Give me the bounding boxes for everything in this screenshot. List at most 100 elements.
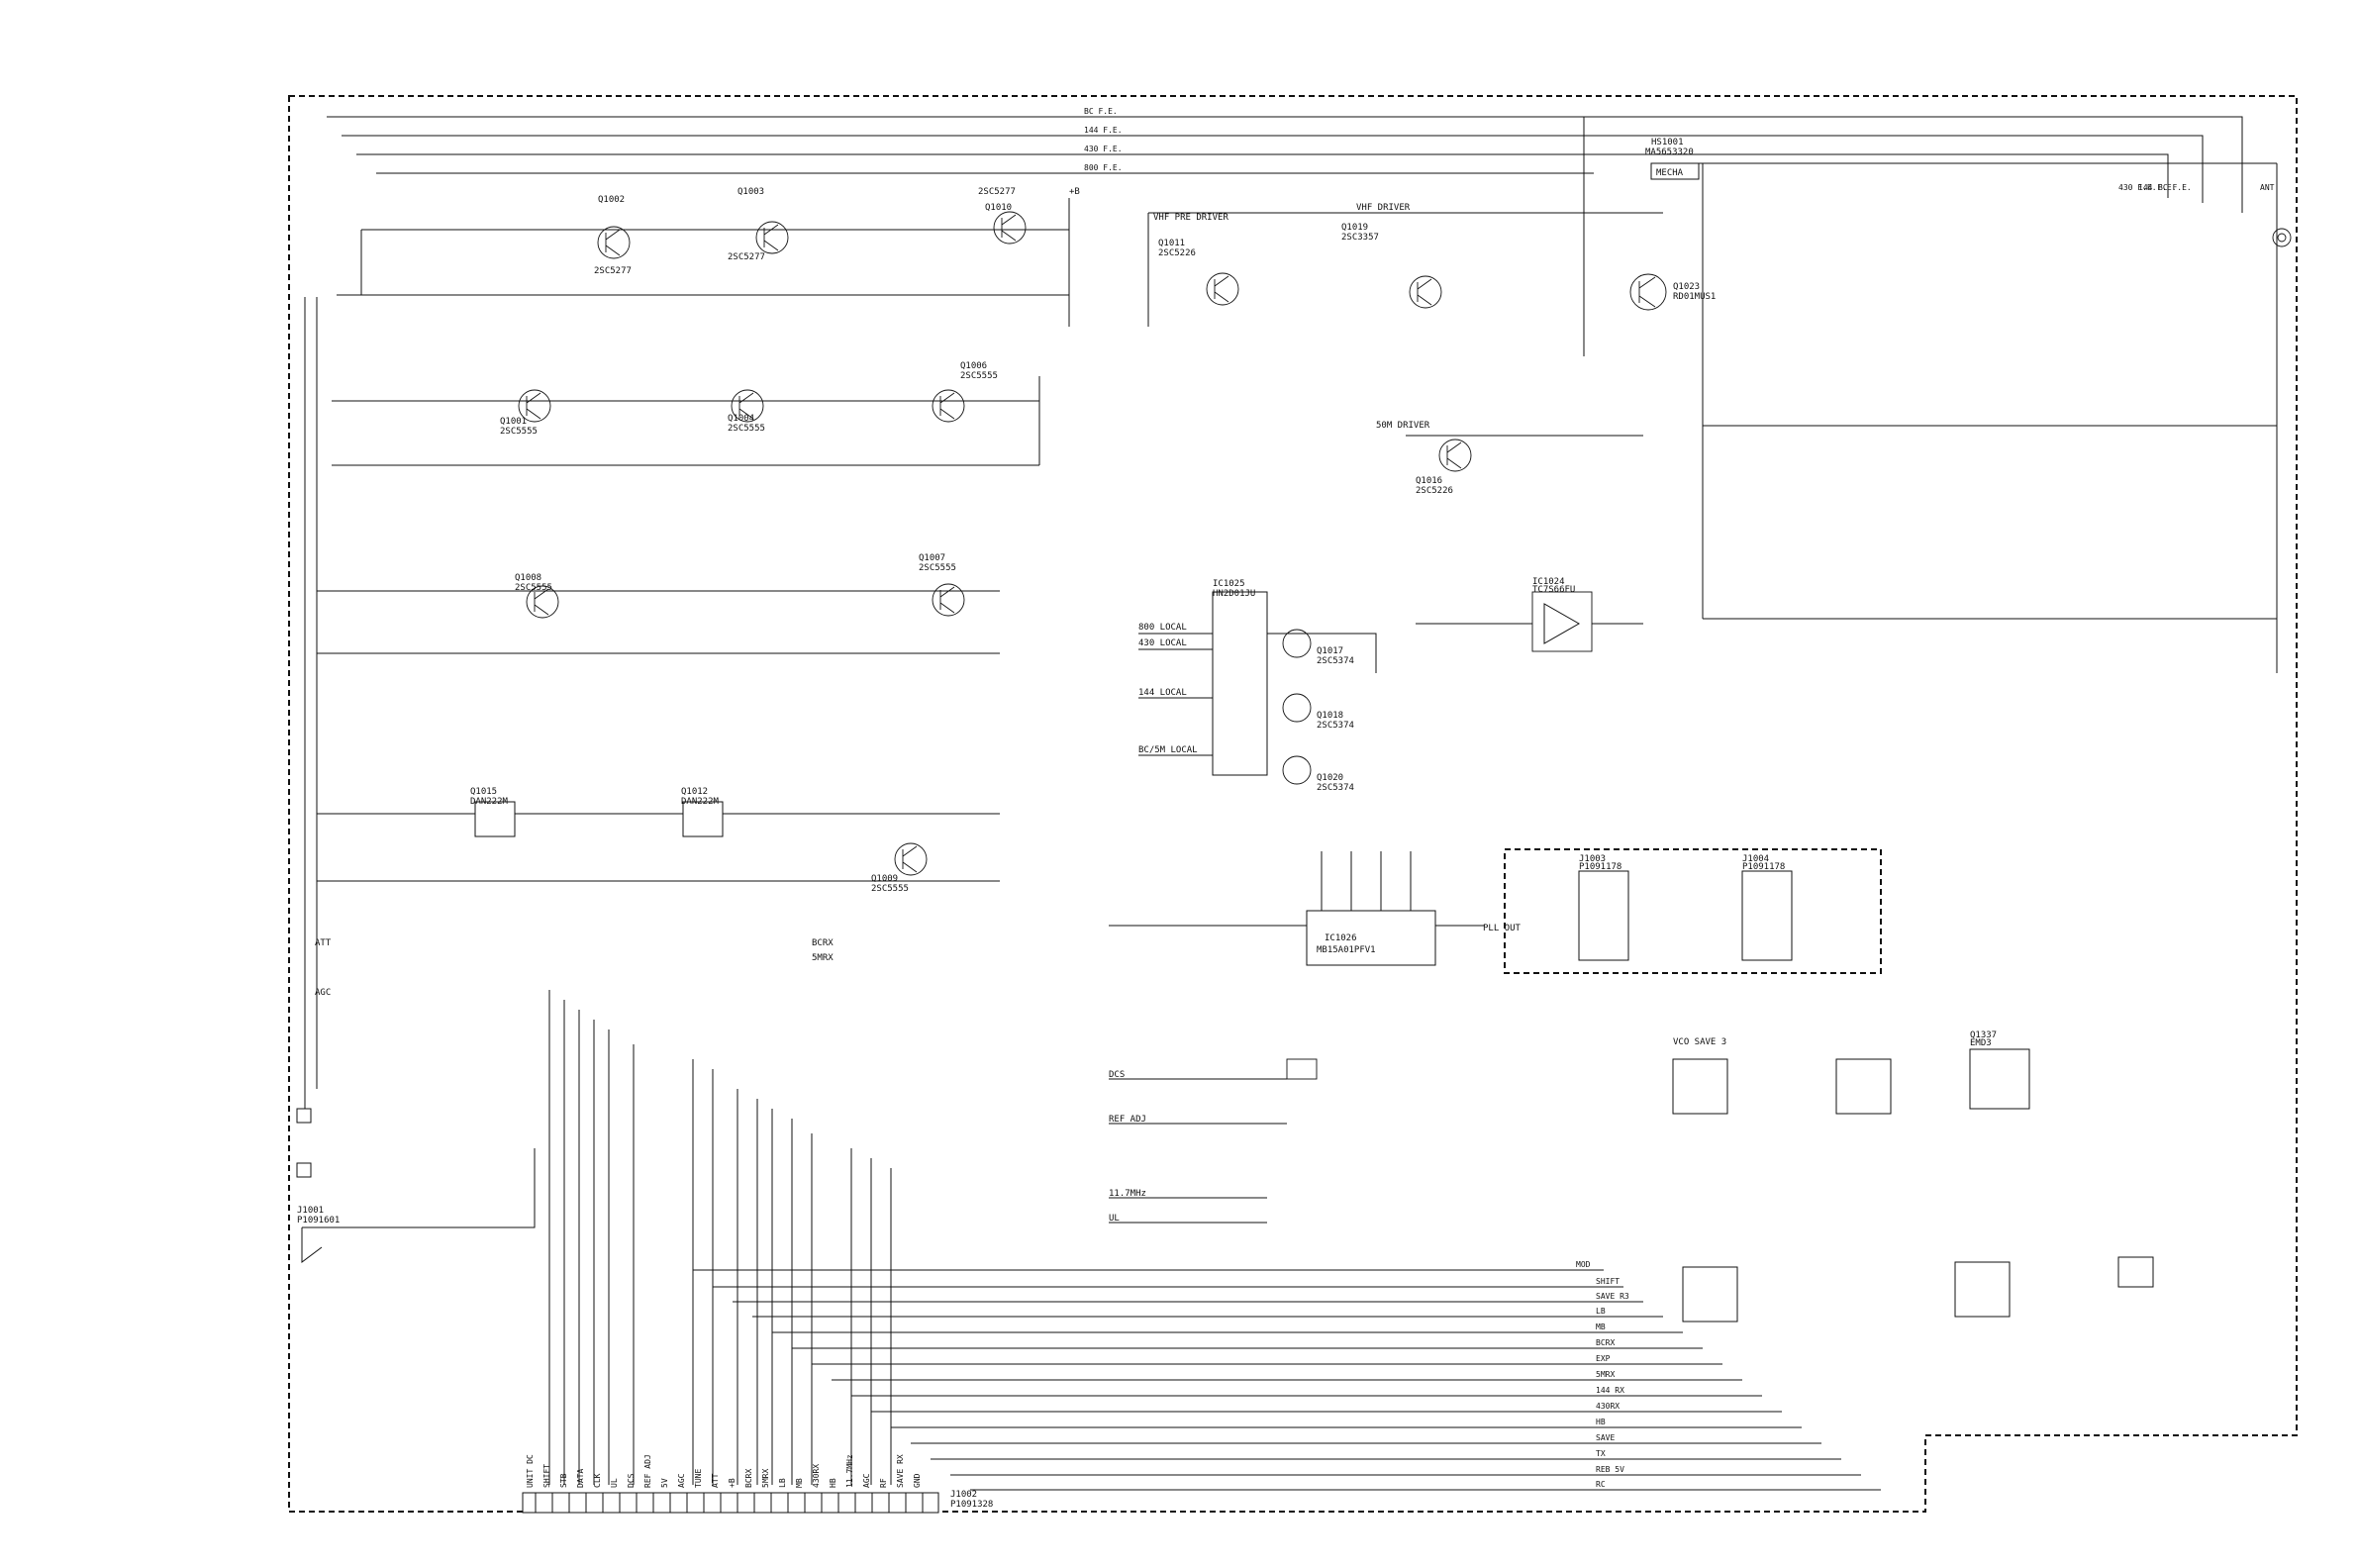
transistor-q1001: Q1001 2SC5555 — [500, 389, 551, 437]
j1002-pin-label: 5V — [660, 1478, 669, 1488]
rf-row-3 — [317, 590, 1000, 654]
svg-text:2SC5226: 2SC5226 — [1416, 486, 1453, 496]
50m-driver: Q1016 2SC5226 — [1406, 435, 1643, 496]
transistor-q1006: Q1006 2SC5555 — [932, 361, 998, 423]
svg-text:2SC5277: 2SC5277 — [594, 266, 632, 276]
svg-text:MB15A01PFV1: MB15A01PFV1 — [1317, 945, 1376, 955]
svg-text:TX: TX — [1596, 1449, 1606, 1458]
svg-text:2SC5277: 2SC5277 — [728, 252, 765, 262]
svg-text:VHF DRIVER: VHF DRIVER — [1356, 203, 1411, 213]
svg-text:Q1020: Q1020 — [1317, 773, 1343, 783]
svg-text:Q1015: Q1015 — [470, 787, 497, 797]
svg-text:VCO SAVE 3: VCO SAVE 3 — [1673, 1037, 1726, 1047]
svg-text:800 LOCAL: 800 LOCAL — [1138, 623, 1187, 633]
svg-text:SHIFT: SHIFT — [1596, 1277, 1620, 1286]
rail-label-430: 430 F.E. — [1084, 145, 1123, 153]
rail-lines — [327, 116, 2243, 356]
svg-text:430 LOCAL: 430 LOCAL — [1138, 638, 1187, 648]
final-q1023: Q1023 RD01MUS1 — [1629, 273, 1716, 311]
svg-text:REB 5V: REB 5V — [1596, 1465, 1624, 1474]
rail-label-144: 144 F.E. — [1084, 126, 1123, 135]
svg-text:Q1010: Q1010 — [985, 203, 1012, 213]
svg-text:2SC5374: 2SC5374 — [1317, 721, 1354, 731]
pll-ic1026: IC1026 MB15A01PFV1 — [1109, 851, 1485, 966]
svg-text:J1003: J1003 — [1579, 854, 1606, 864]
svg-text:2SC5555: 2SC5555 — [919, 563, 956, 573]
j1002-pin-label: 430RX — [812, 1464, 821, 1488]
right-ports: 430 F.E. 144 F.E. BC F.E. ANT — [2118, 183, 2275, 192]
svg-text:DAN222M: DAN222M — [681, 797, 720, 807]
svg-text:2SC5374: 2SC5374 — [1317, 783, 1354, 793]
svg-text:DAN222M: DAN222M — [470, 797, 509, 807]
right-bus-lines — [693, 1269, 1881, 1491]
svg-text:IC1025: IC1025 — [1213, 579, 1245, 589]
vhf-pre-driver: Q1011 2SC5226 — [1147, 212, 1465, 327]
upper-right-section — [1693, 162, 2292, 673]
svg-text:EXP: EXP — [1596, 1354, 1611, 1363]
svg-text:Q1001: Q1001 — [500, 417, 527, 427]
svg-text:2SC5374: 2SC5374 — [1317, 656, 1354, 666]
svg-text:144 F.E.: 144 F.E. — [2138, 183, 2177, 192]
svg-text:J1002: J1002 — [950, 1490, 977, 1500]
svg-text:REF ADJ: REF ADJ — [1109, 1115, 1146, 1125]
svg-text:430 F.E.: 430 F.E. — [2118, 183, 2157, 192]
svg-text:BCRX: BCRX — [812, 938, 834, 948]
j1002-pin-label: BCRX — [744, 1469, 753, 1488]
svg-text:ANT: ANT — [2260, 183, 2275, 192]
j1002-pin-label: DATA — [576, 1469, 585, 1488]
svg-text:BC F.E.: BC F.E. — [2158, 183, 2192, 192]
j1002-pin-label: ATT — [711, 1473, 720, 1488]
j1002-pin-label: MB — [795, 1478, 804, 1488]
rail-labels: BC F.E. 144 F.E. 430 F.E. 800 F.E. — [1084, 107, 1123, 172]
transistor-q1002: Q1002 2SC5277 — [594, 195, 632, 276]
svg-text:MOD: MOD — [1576, 1260, 1591, 1269]
svg-text:430RX: 430RX — [1596, 1402, 1620, 1411]
svg-text:DCS: DCS — [1109, 1070, 1125, 1080]
svg-text:BCRX: BCRX — [1596, 1338, 1615, 1347]
connector-j1001: J1001 P1091601 — [296, 1108, 536, 1263]
transistor-q1008: Q1008 2SC5555 — [515, 573, 559, 619]
diode-packs: Q1015 DAN222M Q1012 DAN222M — [470, 787, 724, 837]
mecha-unit: MECHA HS1001 MA5653320 — [1645, 138, 1700, 180]
svg-text:SAVE R3: SAVE R3 — [1596, 1292, 1629, 1301]
svg-text:2SC5226: 2SC5226 — [1158, 248, 1196, 258]
stage-labels: +B VHF PRE DRIVER VHF DRIVER 50M DRIVER … — [315, 187, 1726, 1047]
j1002-pin-label: LB — [778, 1478, 787, 1488]
svg-text:J1004: J1004 — [1742, 854, 1769, 864]
svg-text:11.7MHz: 11.7MHz — [1109, 1189, 1146, 1199]
svg-text:J1001: J1001 — [297, 1206, 324, 1216]
j1002-pin-label: STB — [559, 1473, 568, 1488]
svg-text:2SC5277: 2SC5277 — [978, 187, 1016, 197]
svg-text:PLL OUT: PLL OUT — [1483, 924, 1522, 933]
svg-text:5MRX: 5MRX — [812, 953, 834, 963]
j1002-pin-label: DCS — [627, 1473, 636, 1488]
rf-row-1 — [337, 198, 1070, 327]
svg-text:Q1018: Q1018 — [1317, 711, 1343, 721]
j1002-pin-label: AGC — [677, 1473, 686, 1488]
svg-text:Q1009: Q1009 — [871, 874, 898, 884]
mecha-ref: HS1001 — [1651, 138, 1684, 147]
transistor-q1003: Q1003 2SC5277 — [728, 187, 789, 262]
svg-text:Q1007: Q1007 — [919, 553, 945, 563]
svg-text:50M DRIVER: 50M DRIVER — [1376, 421, 1430, 431]
rail-label-bc: BC F.E. — [1084, 107, 1118, 116]
svg-text:EMD3: EMD3 — [1970, 1038, 1992, 1048]
j1002-pin-label: CLK — [593, 1473, 602, 1488]
svg-text:+B: +B — [1069, 187, 1080, 197]
svg-text:P1091328: P1091328 — [950, 1500, 993, 1510]
svg-text:2SC5555: 2SC5555 — [871, 884, 909, 894]
svg-text:SAVE: SAVE — [1596, 1433, 1615, 1442]
svg-text:2SC5555: 2SC5555 — [515, 583, 552, 593]
ic1024: IC1024 TC7S66FU — [1416, 577, 1643, 652]
j1002-pin-label: 5MRX — [761, 1469, 770, 1488]
svg-text:HB: HB — [1596, 1418, 1606, 1426]
svg-text:LB: LB — [1596, 1307, 1606, 1316]
svg-text:2SC3357: 2SC3357 — [1341, 233, 1379, 243]
transistor-q1010: Q1010 2SC5277 — [978, 187, 1027, 245]
right-bus-labels: MOD SHIFT SAVE R3 LB MB BCRX EXP 5MRX 14… — [1576, 1260, 1629, 1489]
bottom-bus-lines — [548, 990, 892, 1485]
svg-text:Q1002: Q1002 — [598, 195, 625, 205]
svg-text:Q1337: Q1337 — [1970, 1030, 1997, 1040]
board-outline — [288, 95, 2298, 1513]
